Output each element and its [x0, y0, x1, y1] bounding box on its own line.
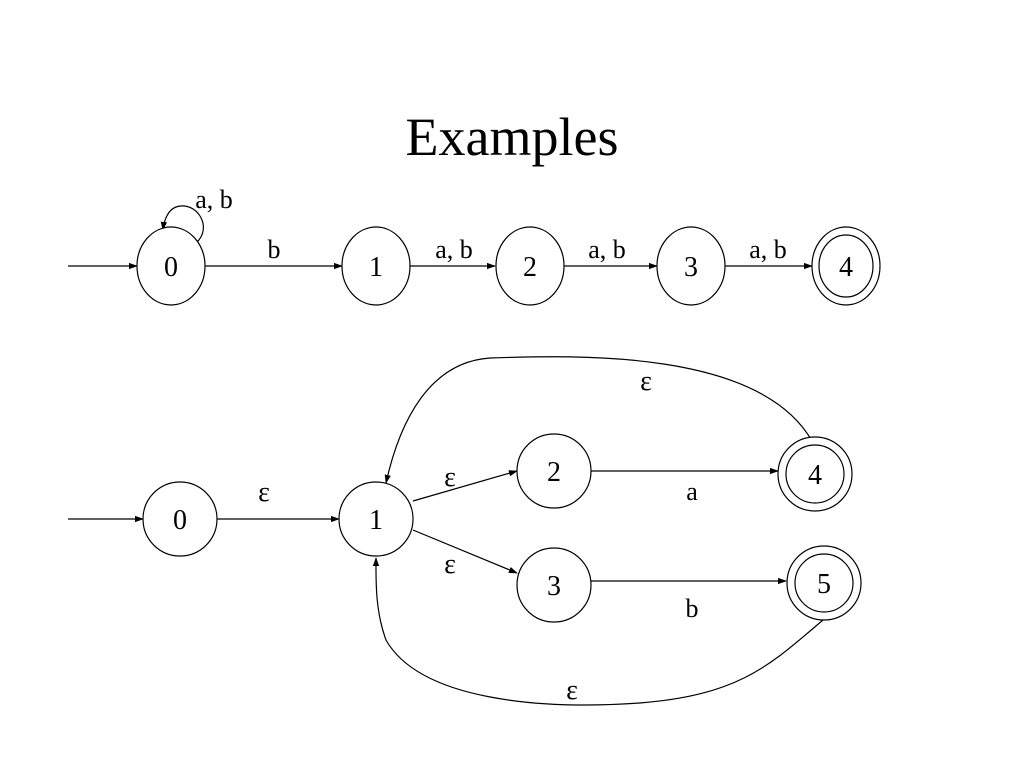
state-0: 0 [142, 481, 218, 557]
edge-1-3 [412, 529, 518, 574]
state-label: 1 [369, 252, 383, 283]
self-loop-edge-0 [160, 205, 204, 244]
edge-label-5-1: ε [566, 675, 578, 706]
nfa-diagram-bottom: ε ε ε a b ε ε 0 1 2 3 4 [68, 356, 862, 706]
state-label: 4 [839, 252, 853, 283]
edge-5-1 [372, 557, 824, 706]
state-label: 2 [523, 252, 537, 283]
state-3: 3 [516, 547, 592, 623]
state-label: 0 [173, 505, 187, 536]
state-3: 3 [656, 226, 726, 306]
accepting-state-4: 4 [777, 436, 853, 512]
slide-title: Examples [406, 107, 619, 167]
state-2: 2 [495, 226, 565, 306]
state-1: 1 [341, 226, 411, 306]
edge-label-1-2: ε [444, 462, 456, 493]
edge-label-1-2: a, b [435, 235, 473, 264]
state-label: 3 [547, 571, 561, 602]
edge-label-3-5: b [686, 594, 699, 623]
state-label: 1 [369, 505, 383, 536]
edge-label-1-3: ε [444, 549, 456, 580]
self-loop-label-0: a, b [195, 185, 233, 214]
state-label: 0 [164, 252, 178, 283]
edge-label-0-1: b [268, 235, 281, 264]
accepting-state-4: 4 [811, 226, 881, 306]
state-1: 1 [338, 481, 414, 557]
edge-1-2 [412, 470, 518, 502]
state-0: 0 [136, 226, 206, 306]
edge-label-3-4: a, b [749, 235, 787, 264]
state-label: 4 [808, 460, 822, 491]
state-2: 2 [516, 433, 592, 509]
edge-label-2-3: a, b [588, 235, 626, 264]
state-label: 5 [817, 569, 831, 600]
edge-label-2-4: a [686, 477, 698, 506]
edge-label-0-1: ε [258, 477, 270, 508]
accepting-state-5: 5 [786, 545, 862, 621]
nfa-diagram-top: a, b b a, b a, b a, b 0 1 2 3 4 [68, 185, 881, 306]
state-label: 3 [684, 252, 698, 283]
edge-label-4-1: ε [640, 366, 652, 397]
edge-4-1 [384, 356, 813, 484]
state-label: 2 [547, 457, 561, 488]
